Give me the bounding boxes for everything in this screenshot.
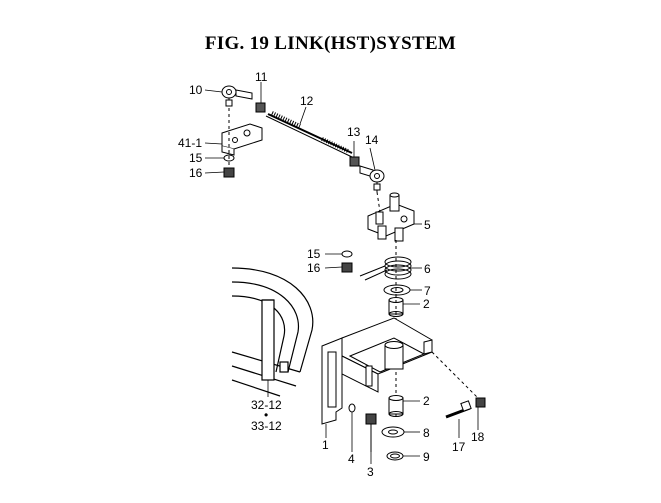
snap-ring-part-9	[386, 451, 404, 461]
callout-3: 3	[367, 465, 374, 479]
callout-10: 10	[189, 83, 203, 97]
leader-lines	[204, 82, 479, 464]
washer-part-8	[381, 426, 405, 438]
nut-part-13	[349, 156, 360, 167]
nut-part-16-upper	[223, 167, 235, 178]
callout-2-lower: 2	[423, 394, 430, 408]
bolt-part-17	[445, 400, 472, 419]
bushing-part-2-lower	[388, 395, 404, 417]
nut-part-18	[475, 397, 486, 408]
callout-17: 17	[452, 440, 466, 454]
callout-32-12: 32-12	[251, 398, 282, 412]
callout-14: 14	[365, 133, 379, 147]
callout-4: 4	[348, 452, 355, 466]
nut-part-16-lower	[341, 262, 353, 273]
callout-13: 13	[347, 125, 361, 139]
callout-separator-dot: •	[264, 408, 268, 422]
main-bracket-part-1	[321, 317, 433, 425]
tie-rod-end-part-14	[359, 165, 385, 192]
lever-assembly-part-5	[367, 192, 415, 242]
bolt-part-3	[365, 413, 377, 452]
callout-15-lower: 15	[307, 247, 321, 261]
callout-12: 12	[300, 94, 314, 108]
callout-labels: 10 11 12 41-1 15 16 13 14 5 15 16 6 7 2 …	[178, 70, 485, 479]
callout-15-upper: 15	[189, 151, 203, 165]
torsion-spring-part-6	[359, 256, 412, 281]
callout-2-upper: 2	[423, 297, 430, 311]
bracket-part-41-1	[221, 123, 263, 156]
callout-16-upper: 16	[189, 166, 203, 180]
nut-part-11	[255, 102, 266, 113]
callout-1: 1	[322, 438, 329, 452]
tie-rod-end-part-10	[221, 85, 253, 107]
washer-part-15-lower	[341, 250, 353, 258]
callout-9: 9	[423, 450, 430, 464]
figure-title: FIG. 19 LINK(HST)SYSTEM	[204, 33, 457, 54]
callout-41-1: 41-1	[178, 136, 202, 150]
callout-8: 8	[423, 426, 430, 440]
callout-18: 18	[471, 430, 485, 444]
washer-part-7	[383, 284, 411, 296]
callout-33-12: 33-12	[251, 419, 282, 433]
rod-part-12	[265, 111, 353, 158]
washer-part-4	[348, 403, 356, 413]
callout-6: 6	[424, 262, 431, 276]
callout-5: 5	[424, 218, 431, 232]
callout-7: 7	[424, 284, 431, 298]
bushing-part-2-upper	[388, 297, 404, 317]
callout-16-lower: 16	[307, 261, 321, 275]
frame-tube-part-32-12	[231, 267, 314, 397]
callout-11: 11	[255, 70, 268, 84]
